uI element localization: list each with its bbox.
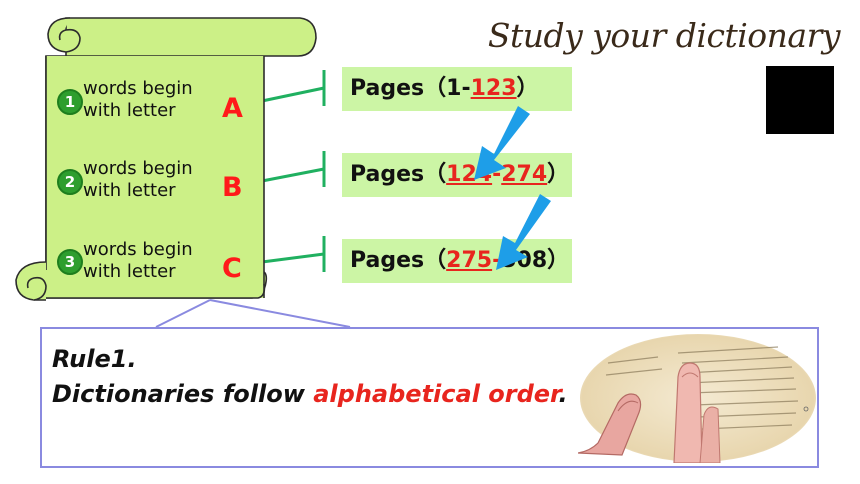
pages-dash: - xyxy=(492,162,502,187)
pages-start: 275 xyxy=(446,248,493,273)
rule-text-after: . xyxy=(558,380,568,408)
pages-suffix: ） xyxy=(547,162,570,187)
rule-heading: Rule1. xyxy=(52,345,137,373)
item-letter: A xyxy=(222,93,243,124)
pages-box-c: Pages（275-508） xyxy=(342,239,572,283)
item-text-line2: with letter xyxy=(83,261,176,282)
item-number-badge: 2 xyxy=(57,169,83,195)
rule-statement: Dictionaries follow alphabetical order. xyxy=(52,380,568,408)
page-title: Study your dictionary xyxy=(487,16,841,55)
pages-suffix: ） xyxy=(547,248,570,273)
item-number-badge: 3 xyxy=(57,249,83,275)
item-text-line1: words begin xyxy=(83,158,193,179)
pages-end: 274 xyxy=(501,162,548,187)
item-text-line2: with letter xyxy=(83,100,176,121)
item-number-badge: 1 xyxy=(57,89,83,115)
pages-suffix: ） xyxy=(516,76,539,101)
item-text-line2: with letter xyxy=(83,180,176,201)
black-box xyxy=(766,66,834,134)
pages-start: 1 xyxy=(446,76,462,101)
pages-prefix: Pages（ xyxy=(350,76,447,101)
pages-prefix: Pages（ xyxy=(350,248,447,273)
pages-dash: - xyxy=(461,76,471,101)
rule-highlight: alphabetical order xyxy=(313,380,559,408)
pages-box-a: Pages（1-123） xyxy=(342,67,572,111)
dictionary-photo xyxy=(578,334,816,463)
pages-end: 123 xyxy=(470,76,517,101)
arrow-down-left-icon xyxy=(496,194,551,270)
rule-text-before: Dictionaries follow xyxy=(52,380,314,408)
arrow-down-left-icon xyxy=(474,106,530,180)
item-letter: B xyxy=(222,172,243,203)
item-letter: C xyxy=(222,253,242,284)
item-text-line1: words begin xyxy=(83,78,193,99)
item-text-line1: words begin xyxy=(83,239,193,260)
pages-dash: - xyxy=(492,248,502,273)
pages-prefix: Pages（ xyxy=(350,162,447,187)
